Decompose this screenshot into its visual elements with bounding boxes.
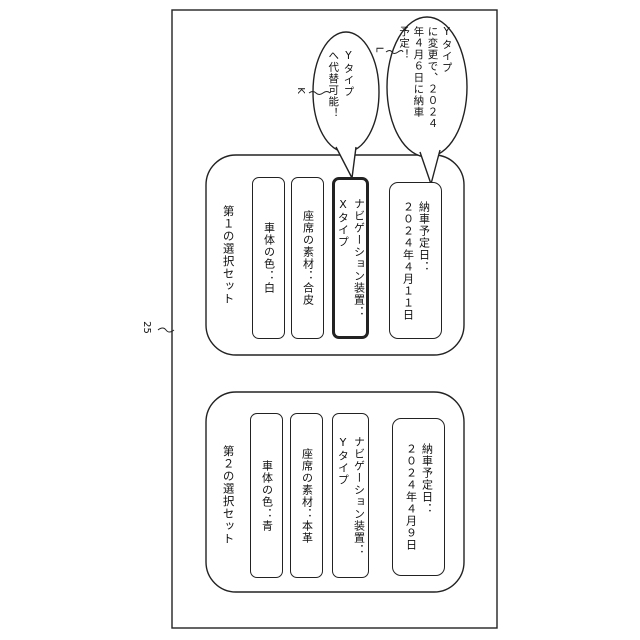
ref-l-label: L xyxy=(373,47,384,53)
set2-seat-material-label: 座席の素材：本革 xyxy=(299,448,315,544)
bubble-k-tail xyxy=(336,147,356,178)
set1-delivery-label: 納車予定日： ２０２４年４月１１日 xyxy=(400,201,432,321)
set2-navigation-card[interactable]: ナビゲーション装置： Yタイプ xyxy=(332,413,369,578)
set2-seat-material-card[interactable]: 座席の素材：本革 xyxy=(290,413,323,578)
set1-navigation-label: ナビゲーション装置： Xタイプ xyxy=(335,198,367,318)
set2-title: 第２の選択セット xyxy=(220,445,237,545)
set2-body-color-label: 車体の色：青 xyxy=(259,460,275,532)
bubble-l-text: Yタイプ に変更で、２０２４ 年４月６日に納車 予定！ xyxy=(397,26,454,130)
set2-delivery-card[interactable]: 納車予定日： ２０２４年４月９日 xyxy=(392,418,445,576)
set2-delivery-label: 納車予定日： ２０２４年４月９日 xyxy=(403,443,435,551)
set1-title: 第１の選択セット xyxy=(220,205,237,305)
set1-delivery-card[interactable]: 納車予定日： ２０２４年４月１１日 xyxy=(389,182,442,339)
bubble-k-text: Yタイプ へ代替可能！ xyxy=(325,50,355,119)
set1-seat-material-card[interactable]: 座席の素材：合皮 xyxy=(291,177,324,339)
ref-25-label: 25 xyxy=(141,321,152,334)
set1-body-color-card[interactable]: 車体の色：白 xyxy=(252,177,285,339)
set2-body-color-card[interactable]: 車体の色：青 xyxy=(250,413,283,578)
set1-seat-material-label: 座席の素材：合皮 xyxy=(300,210,316,306)
ref-k-label: K xyxy=(295,87,306,94)
set1-body-color-label: 車体の色：白 xyxy=(261,222,277,294)
bubble-l-tail xyxy=(420,150,440,184)
set1-navigation-card[interactable]: ナビゲーション装置： Xタイプ xyxy=(332,177,369,339)
set2-navigation-label: ナビゲーション装置： Yタイプ xyxy=(335,436,367,556)
